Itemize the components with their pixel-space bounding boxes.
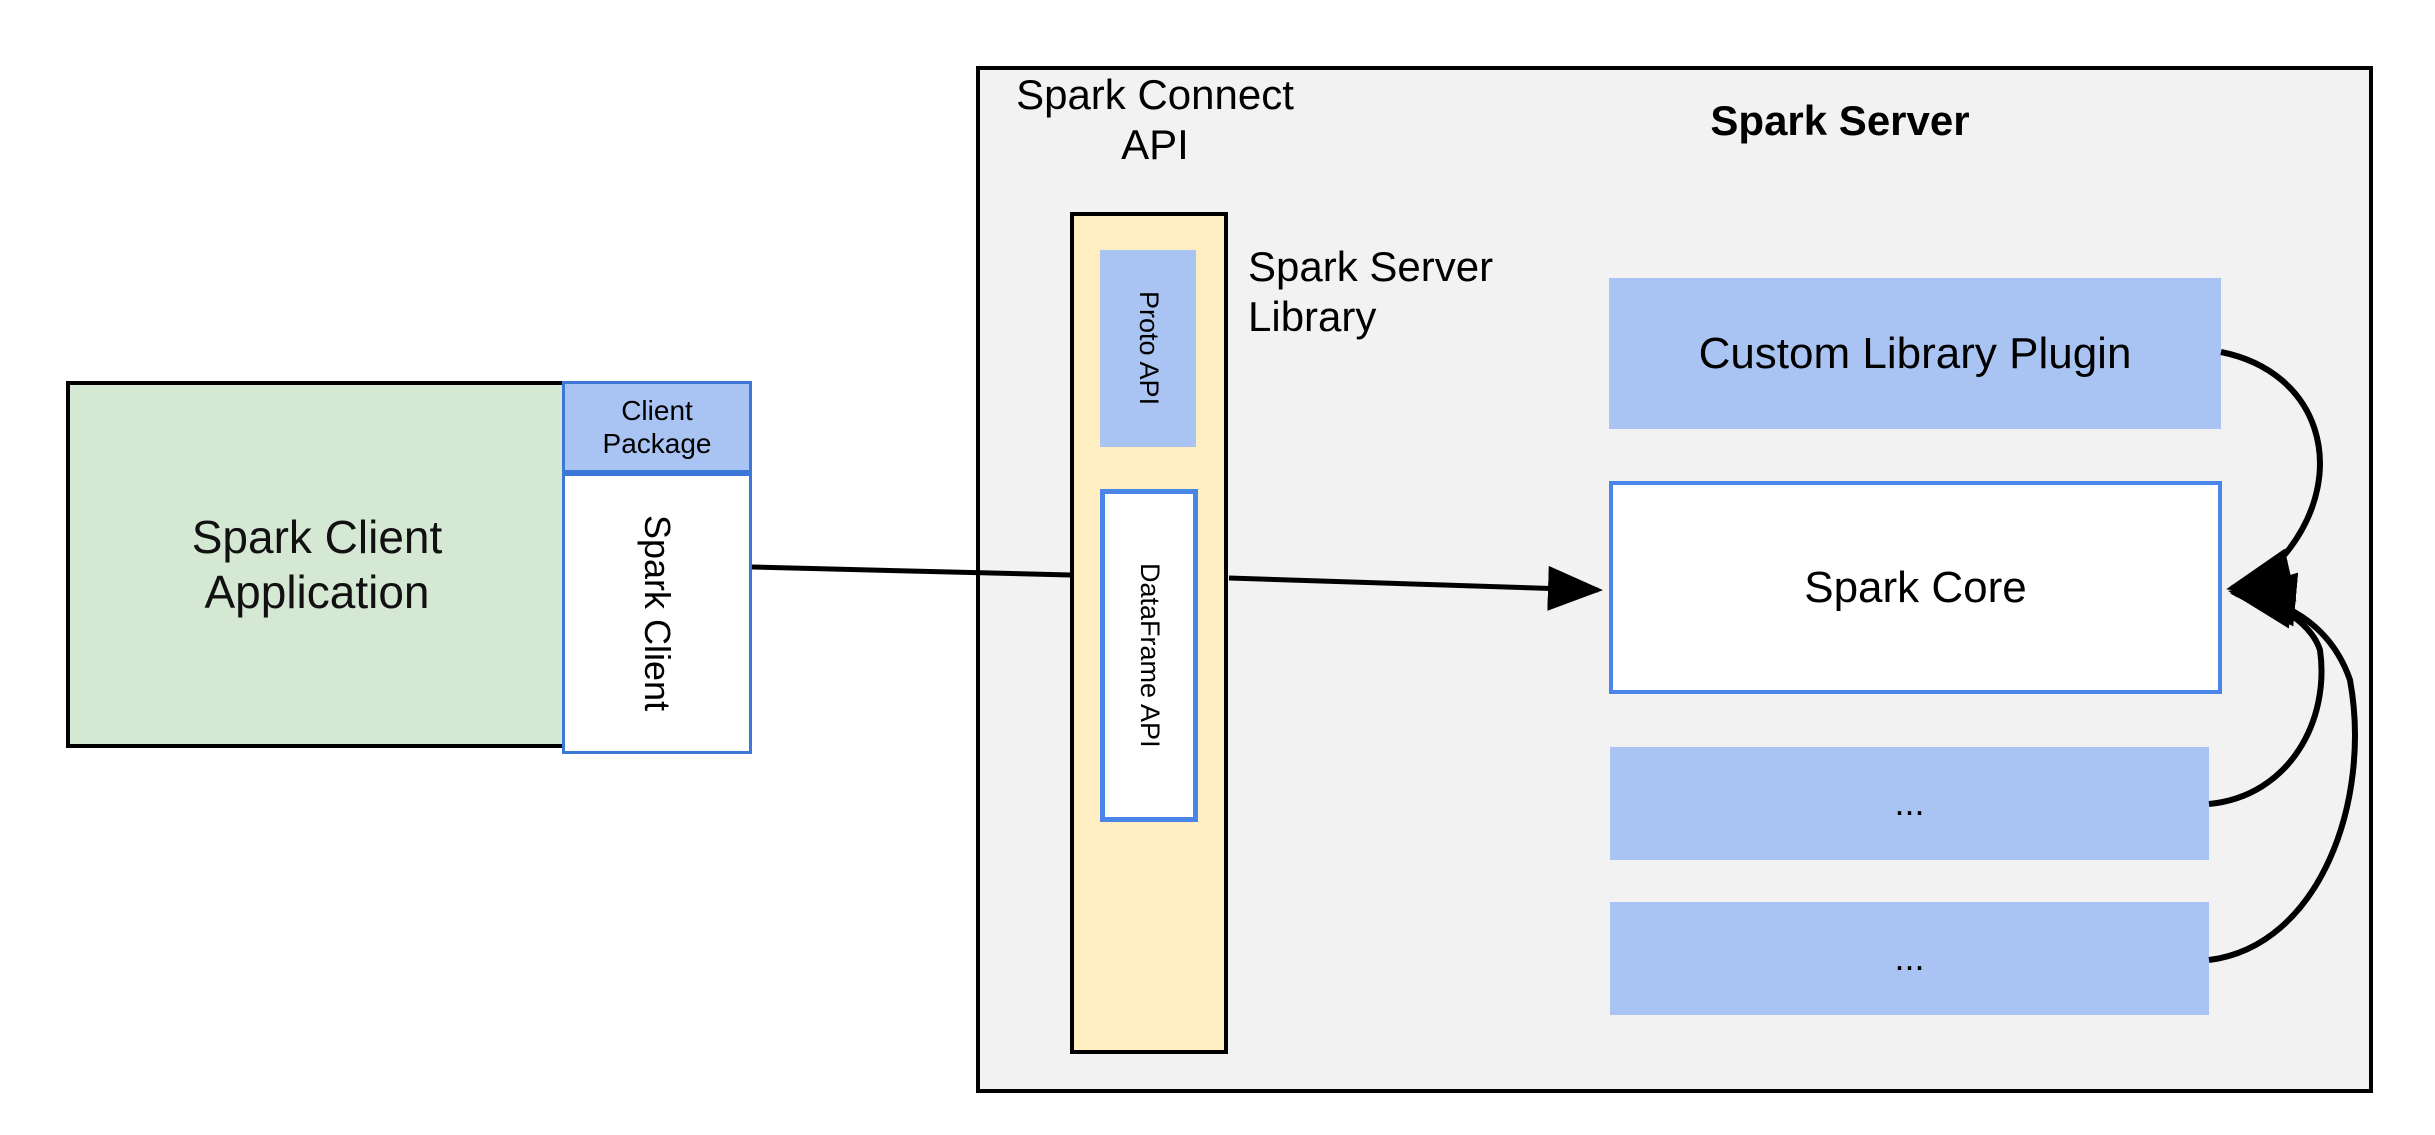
spark-client-label: Spark Client — [637, 515, 679, 712]
proto-api-box[interactable]: Proto API — [1100, 250, 1196, 447]
spark-core-box[interactable]: Spark Core — [1609, 481, 2222, 694]
client-package-label: Client Package — [602, 394, 712, 459]
spark-connect-api-label: Spark Connect API — [1016, 71, 1294, 169]
server-component-placeholder-2[interactable]: ... — [1610, 902, 2209, 1015]
spark-server-title: Spark Server — [1710, 97, 1970, 144]
spark-core-label: Spark Core — [1804, 562, 2027, 612]
spark-client-box[interactable]: Spark Client — [562, 473, 752, 754]
server-component-placeholder-1[interactable]: ... — [1610, 747, 2209, 860]
dataframe-api-box[interactable]: DataFrame API — [1100, 489, 1198, 822]
proto-api-label: Proto API — [1133, 291, 1164, 406]
dataframe-api-label: DataFrame API — [1134, 563, 1165, 748]
spark-client-application-label: Spark Client Application — [191, 511, 443, 618]
custom-library-plugin-box[interactable]: Custom Library Plugin — [1609, 278, 2221, 429]
spark-client-application-box[interactable]: Spark Client Application — [66, 381, 568, 748]
client-package-box[interactable]: Client Package — [562, 381, 752, 473]
server-component-placeholder-2-label: ... — [1894, 937, 1925, 979]
server-component-placeholder-1-label: ... — [1894, 782, 1925, 824]
custom-library-plugin-label: Custom Library Plugin — [1698, 328, 2132, 378]
spark-server-library-label: Spark Server Library — [1248, 243, 1494, 341]
